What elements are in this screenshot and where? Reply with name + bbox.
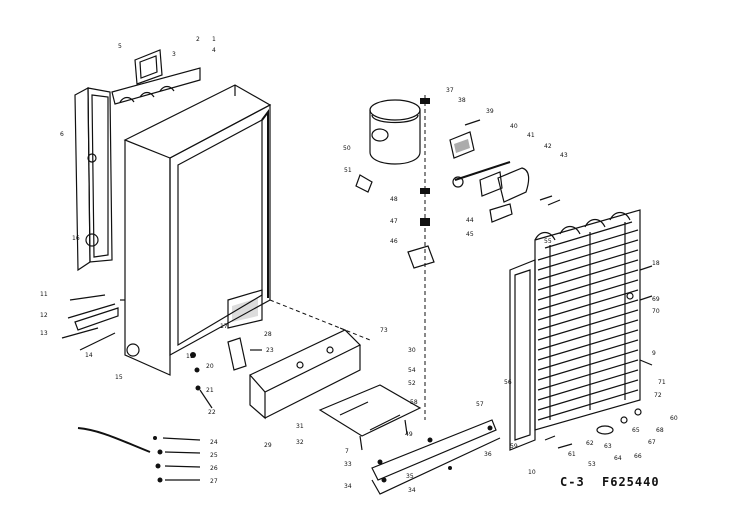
callout-51: 51 <box>344 167 352 174</box>
cabinet-bottom-hardware <box>190 337 262 409</box>
callout-70: 70 <box>652 308 660 315</box>
callout-34b: 34 <box>408 487 416 494</box>
callout-24: 24 <box>210 439 218 446</box>
callout-5: 5 <box>118 43 122 50</box>
compressor-plate <box>249 299 371 420</box>
callout-38: 38 <box>458 97 466 104</box>
callout-30: 30 <box>408 347 416 354</box>
callout-68: 68 <box>656 427 664 434</box>
callout-28: 28 <box>264 331 272 338</box>
callout-46: 46 <box>390 238 398 245</box>
callout-55: 55 <box>544 238 552 245</box>
callout-39: 39 <box>486 108 494 115</box>
callout-26: 26 <box>210 465 218 472</box>
callout-53: 53 <box>588 461 596 468</box>
callout-72: 72 <box>654 392 662 399</box>
callout-13: 13 <box>40 330 48 337</box>
callout-57: 57 <box>476 401 484 408</box>
grommet-column <box>407 98 435 443</box>
callout-21: 21 <box>206 387 214 394</box>
callout-4: 4 <box>212 47 216 54</box>
callout-25: 25 <box>210 452 218 459</box>
callout-42: 42 <box>544 143 552 150</box>
drawing-number: F625440 <box>602 475 660 489</box>
callout-47: 47 <box>390 218 398 225</box>
callout-33: 33 <box>344 461 352 468</box>
callout-32: 32 <box>296 439 304 446</box>
callout-43: 43 <box>560 152 568 159</box>
liner-box <box>120 84 272 376</box>
callout-58: 58 <box>410 399 418 406</box>
callout-61: 61 <box>568 451 576 458</box>
callout-59: 59 <box>510 443 518 450</box>
callout-35: 35 <box>406 473 414 480</box>
callout-labels: 1 2 3 4 5 6 7 9 10 11 12 13 14 15 16 17 … <box>40 36 678 494</box>
callout-66: 66 <box>634 453 642 460</box>
callout-71: 71 <box>658 379 666 386</box>
callout-19: 19 <box>186 353 194 360</box>
mount-bracket <box>318 384 501 495</box>
callout-2: 2 <box>196 36 200 43</box>
compressor <box>355 95 426 420</box>
callout-37: 37 <box>446 87 454 94</box>
callout-34a: 34 <box>344 483 352 490</box>
callout-56: 56 <box>504 379 512 386</box>
callout-22: 22 <box>208 409 216 416</box>
callout-15: 15 <box>115 374 123 381</box>
callout-62: 62 <box>586 440 594 447</box>
callout-3: 3 <box>172 51 176 58</box>
callout-41: 41 <box>527 132 535 139</box>
callout-29: 29 <box>264 442 272 449</box>
callout-16: 16 <box>72 235 80 242</box>
callout-49: 49 <box>405 431 413 438</box>
callout-54: 54 <box>408 367 416 374</box>
callout-6: 6 <box>60 131 64 138</box>
callout-50: 50 <box>343 145 351 152</box>
rear-panel <box>74 49 201 272</box>
callout-44: 44 <box>466 217 474 224</box>
callout-7: 7 <box>345 448 349 455</box>
relay-group <box>449 119 561 223</box>
drain-parts <box>61 294 201 483</box>
callout-20: 20 <box>206 363 214 370</box>
callout-27: 27 <box>210 478 218 485</box>
callout-67: 67 <box>648 439 656 446</box>
callout-65: 65 <box>632 427 640 434</box>
callout-18: 18 <box>652 260 660 267</box>
callout-1: 1 <box>212 36 216 43</box>
callout-10: 10 <box>528 469 536 476</box>
callout-40: 40 <box>510 123 518 130</box>
callout-11: 11 <box>40 291 48 298</box>
callout-14: 14 <box>85 352 93 359</box>
callout-52: 52 <box>408 380 416 387</box>
page-code: C-3 <box>560 475 585 489</box>
callout-9: 9 <box>652 350 656 357</box>
callout-48: 48 <box>390 196 398 203</box>
callout-12: 12 <box>40 312 48 319</box>
callout-23: 23 <box>266 347 274 354</box>
callout-31: 31 <box>296 423 304 430</box>
callout-64: 64 <box>614 455 622 462</box>
callout-45: 45 <box>466 231 474 238</box>
callout-36: 36 <box>484 451 492 458</box>
callout-69: 69 <box>652 296 660 303</box>
callout-17: 17 <box>220 323 228 330</box>
condenser-coil <box>509 209 653 451</box>
callout-63: 63 <box>604 443 612 450</box>
callout-73: 73 <box>380 327 388 334</box>
callout-60: 60 <box>670 415 678 422</box>
